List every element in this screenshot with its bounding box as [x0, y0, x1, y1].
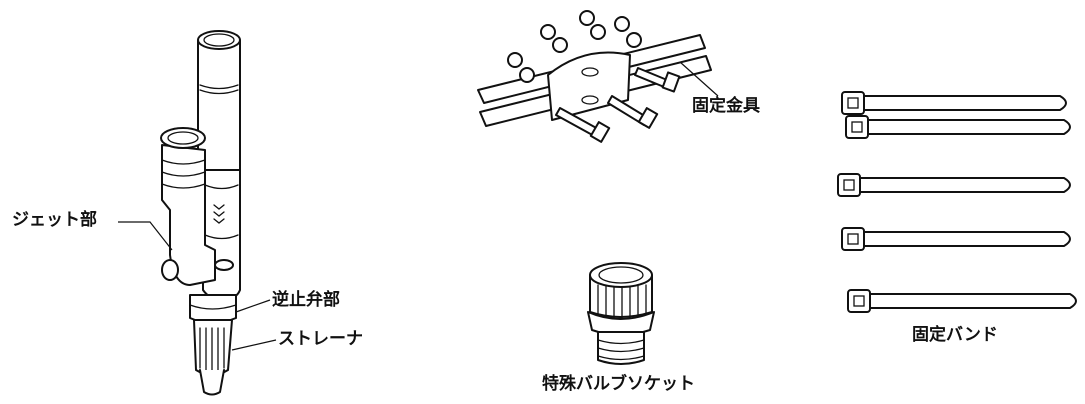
- cable-tie: [841, 227, 1071, 251]
- jet-port: [161, 259, 179, 281]
- jet-part: [161, 144, 216, 286]
- cable-tie: [845, 115, 1071, 139]
- jet-cap: [160, 127, 206, 149]
- check-valve-label: 逆止弁部: [272, 290, 340, 310]
- fixing-bracket: [477, 10, 712, 143]
- socket-thread: [597, 331, 645, 365]
- bracket-nuts: [507, 10, 642, 83]
- jet-pump-assembly: [160, 30, 241, 396]
- strainer-tip: [199, 369, 225, 396]
- special-valve-socket-label: 特殊バルブソケット: [542, 374, 695, 394]
- fixing-bands: [837, 91, 1077, 313]
- jet-part-label: ジェット部: [12, 210, 97, 230]
- cable-tie: [837, 173, 1071, 197]
- bracket-bolts: [555, 67, 681, 143]
- cable-tie: [841, 91, 1067, 115]
- special-valve-socket: [587, 262, 655, 365]
- strainer-label: ストレーナ: [278, 329, 363, 349]
- fixing-bracket-label: 固定金具: [692, 96, 760, 116]
- nozzle-mark: [214, 259, 234, 271]
- cable-tie: [847, 289, 1077, 313]
- fixing-band-label: 固定バンド: [912, 325, 998, 345]
